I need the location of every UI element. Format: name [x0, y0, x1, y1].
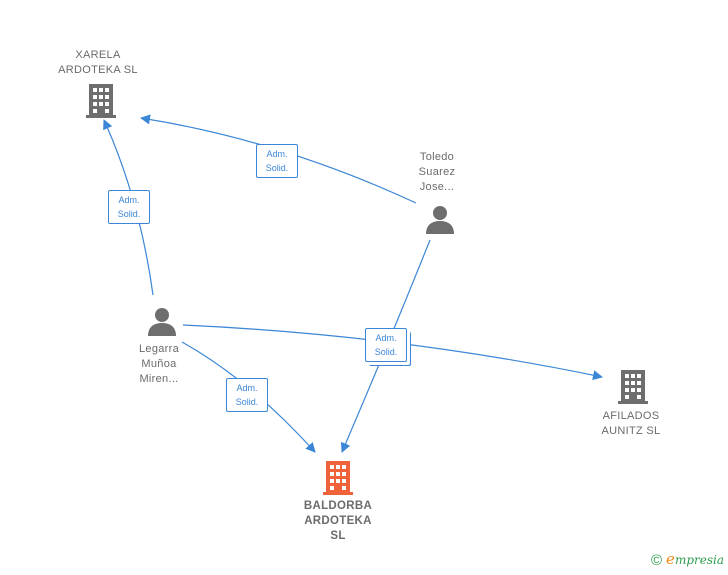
edge-label-stacked[interactable]: Adm. Solid.	[365, 328, 407, 362]
brand-watermark: ©empresia	[651, 550, 724, 569]
node-line: BALDORBA	[303, 500, 373, 512]
edge-label-line: Adm.	[375, 333, 397, 343]
edge-label-line: Solid.	[265, 163, 289, 173]
edge-label-legarra-baldorba[interactable]: Adm. Solid.	[226, 378, 268, 412]
person-icon	[148, 308, 176, 336]
node-line: AUNITZ SL	[601, 425, 661, 437]
edge-label-legarra-xarela[interactable]: Adm. Solid.	[108, 190, 150, 224]
edge-label-line: Adm.	[236, 383, 258, 393]
node-line: Jose...	[419, 181, 455, 193]
node-line: AFILADOS	[602, 410, 660, 422]
node-line: Legarra	[138, 343, 179, 355]
building-icon	[86, 84, 116, 118]
edge-label-line: Solid.	[235, 397, 259, 407]
node-line: ARDOTEKA SL	[58, 64, 138, 76]
edge-label-toledo-xarela[interactable]: Adm. Solid.	[256, 144, 298, 178]
node-toledo-label[interactable]: Toledo Suarez Jose...	[402, 150, 472, 195]
building-icon	[323, 461, 353, 495]
node-line: Toledo	[419, 151, 455, 163]
brand-logo-e: e	[666, 550, 675, 568]
brand-logo-text: mpresia	[674, 553, 724, 567]
node-line: Suarez	[418, 166, 456, 178]
node-line: Muñoa	[141, 358, 177, 370]
person-icon	[426, 206, 454, 234]
node-afilados-label[interactable]: AFILADOS AUNITZ SL	[580, 409, 682, 439]
node-baldorba-label[interactable]: BALDORBA ARDOTEKA SL	[288, 499, 388, 544]
node-line: Miren...	[139, 373, 179, 385]
copyright-icon: ©	[650, 552, 663, 569]
edge-label-line: Solid.	[117, 209, 141, 219]
edge-label-line: Solid.	[374, 347, 398, 357]
building-icon	[618, 370, 648, 404]
node-line: ARDOTEKA	[304, 515, 372, 527]
edge-label-line: Adm.	[266, 149, 288, 159]
edge-label-line: Adm.	[118, 195, 140, 205]
node-line: XARELA	[75, 49, 121, 61]
node-line: SL	[330, 530, 346, 542]
node-xarela-label[interactable]: XARELA ARDOTEKA SL	[40, 48, 156, 78]
node-legarra-label[interactable]: Legarra Muñoa Miren...	[124, 342, 194, 387]
